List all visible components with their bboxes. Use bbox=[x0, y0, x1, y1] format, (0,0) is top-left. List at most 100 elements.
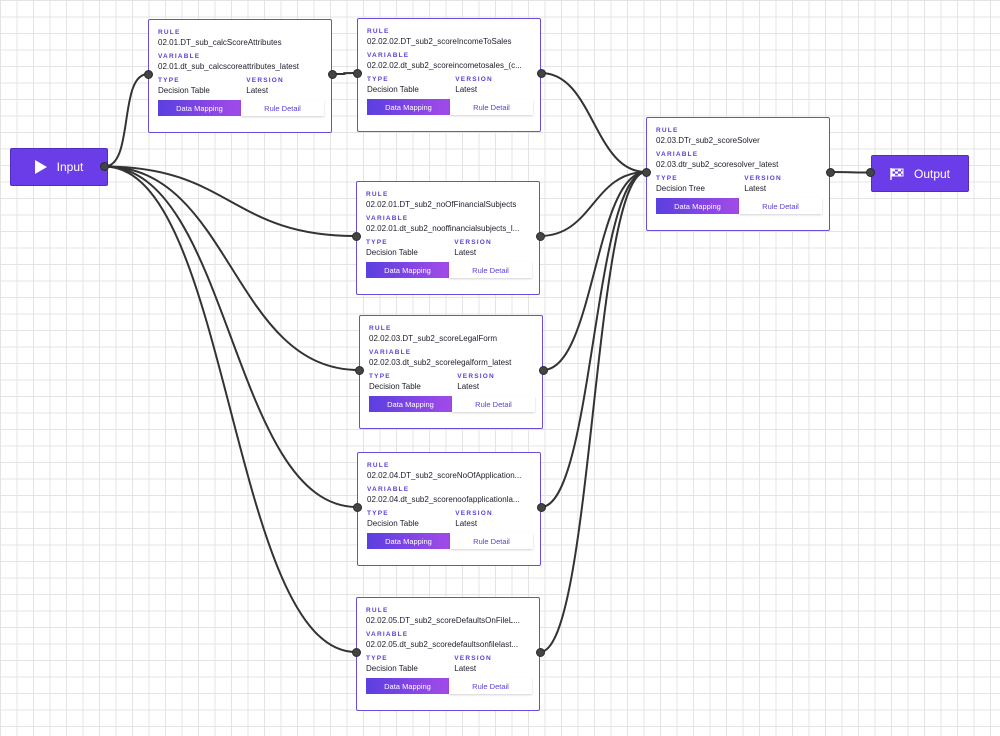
version-label: VERSION bbox=[246, 77, 284, 84]
version-value: Latest bbox=[246, 86, 269, 95]
rule-detail-button[interactable]: Rule Detail bbox=[449, 262, 532, 278]
rule-name: 02.02.02.DT_sub2_scoreIncomeToSales bbox=[367, 37, 512, 46]
type-value: Decision Table bbox=[366, 248, 418, 257]
data-mapping-button[interactable]: Data Mapping bbox=[366, 262, 449, 278]
rule-output-port[interactable] bbox=[536, 68, 546, 78]
rule-input-port[interactable] bbox=[352, 502, 362, 512]
type-label: TYPE bbox=[366, 239, 388, 246]
rule-name: 02.02.01.DT_sub2_noOfFinancialSubjects bbox=[366, 200, 517, 209]
rule-detail-button[interactable]: Rule Detail bbox=[450, 533, 533, 549]
variable-name: 02.02.02.dt_sub2_scoreincometosales_(c..… bbox=[367, 61, 522, 70]
output-node[interactable]: Output bbox=[871, 155, 969, 192]
version-value: Latest bbox=[454, 248, 477, 257]
rule-detail-button[interactable]: Rule Detail bbox=[450, 99, 533, 115]
edge-input-to-rule bbox=[104, 165, 360, 371]
edge-input-to-rule bbox=[104, 73, 149, 168]
data-mapping-button[interactable]: Data Mapping bbox=[656, 198, 739, 214]
rule-card[interactable]: RULE 02.02.05.DT_sub2_scoreDefaultsOnFil… bbox=[356, 597, 540, 711]
input-node-label: Input bbox=[56, 160, 84, 174]
version-label: VERSION bbox=[455, 510, 493, 517]
type-value: Decision Table bbox=[158, 86, 210, 95]
rule-card[interactable]: RULE 02.03.DTr_sub2_scoreSolver VARIABLE… bbox=[646, 117, 830, 231]
rule-input-port[interactable] bbox=[352, 68, 362, 78]
type-label: TYPE bbox=[367, 510, 389, 517]
rule-input-port[interactable] bbox=[354, 365, 364, 375]
edge-rule-to-solver bbox=[540, 72, 647, 173]
input-node[interactable]: Input bbox=[10, 148, 108, 186]
input-output-port[interactable] bbox=[100, 162, 109, 171]
edge-input-to-rule bbox=[104, 165, 357, 237]
data-mapping-button[interactable]: Data Mapping bbox=[369, 396, 452, 412]
type-value: Decision Table bbox=[367, 85, 419, 94]
rule-output-port[interactable] bbox=[535, 647, 545, 657]
rule-input-port[interactable] bbox=[351, 647, 361, 657]
rule-card[interactable]: RULE 02.02.03.DT_sub2_scoreLegalForm VAR… bbox=[359, 315, 543, 429]
rule-detail-button[interactable]: Rule Detail bbox=[241, 100, 324, 116]
version-label: VERSION bbox=[454, 239, 492, 246]
variable-label: VARIABLE bbox=[366, 631, 409, 638]
variable-name: 02.02.04.dt_sub2_scorenoofapplicationla.… bbox=[367, 495, 520, 504]
rule-label: RULE bbox=[367, 462, 390, 469]
type-value: Decision Table bbox=[367, 519, 419, 528]
rule-input-port[interactable] bbox=[143, 69, 153, 79]
rule-card[interactable]: RULE 02.02.02.DT_sub2_scoreIncomeToSales… bbox=[357, 18, 541, 132]
rule-output-port[interactable] bbox=[538, 365, 548, 375]
rule-name: 02.02.03.DT_sub2_scoreLegalForm bbox=[369, 334, 498, 343]
rule-detail-button[interactable]: Rule Detail bbox=[452, 396, 535, 412]
edge-solver-to-output bbox=[829, 171, 871, 174]
variable-name: 02.01.dt_sub_calcscoreattributes_latest bbox=[158, 62, 299, 71]
play-icon bbox=[34, 160, 47, 174]
version-value: Latest bbox=[455, 85, 478, 94]
version-label: VERSION bbox=[457, 373, 495, 380]
rule-name: 02.02.05.DT_sub2_scoreDefaultsOnFileL... bbox=[366, 616, 520, 625]
type-label: TYPE bbox=[158, 77, 180, 84]
version-value: Latest bbox=[744, 184, 767, 193]
data-mapping-button[interactable]: Data Mapping bbox=[366, 678, 449, 694]
rule-detail-button[interactable]: Rule Detail bbox=[739, 198, 822, 214]
type-label: TYPE bbox=[656, 175, 678, 182]
rule-label: RULE bbox=[158, 29, 181, 36]
rule-input-port[interactable] bbox=[641, 167, 651, 177]
edge-rule-to-solver bbox=[539, 171, 647, 237]
version-value: Latest bbox=[454, 664, 477, 673]
rule-label: RULE bbox=[369, 325, 392, 332]
edge-rule-to-solver bbox=[540, 171, 647, 508]
variable-name: 02.02.05.dt_sub2_scoredefaultsonfilelast… bbox=[366, 640, 519, 649]
rule-output-port[interactable] bbox=[825, 167, 835, 177]
type-label: TYPE bbox=[367, 76, 389, 83]
edge-input-to-rule bbox=[104, 165, 358, 508]
variable-label: VARIABLE bbox=[367, 486, 410, 493]
type-label: TYPE bbox=[369, 373, 391, 380]
data-mapping-button[interactable]: Data Mapping bbox=[158, 100, 241, 116]
variable-label: VARIABLE bbox=[369, 349, 412, 356]
rule-name: 02.01.DT_sub_calcScoreAttributes bbox=[158, 38, 282, 47]
rule-card[interactable]: RULE 02.02.01.DT_sub2_noOfFinancialSubje… bbox=[356, 181, 540, 295]
rule-output-port[interactable] bbox=[535, 231, 545, 241]
rule-card[interactable]: RULE 02.02.04.DT_sub2_scoreNoOfApplicati… bbox=[357, 452, 541, 566]
rule-label: RULE bbox=[656, 127, 679, 134]
rule-input-port[interactable] bbox=[351, 231, 361, 241]
variable-label: VARIABLE bbox=[367, 52, 410, 59]
version-value: Latest bbox=[455, 519, 478, 528]
rule-output-port[interactable] bbox=[536, 502, 546, 512]
version-label: VERSION bbox=[455, 76, 493, 83]
version-value: Latest bbox=[457, 382, 480, 391]
rule-label: RULE bbox=[366, 607, 389, 614]
version-label: VERSION bbox=[744, 175, 782, 182]
rule-card[interactable]: RULE 02.01.DT_sub_calcScoreAttributes VA… bbox=[148, 19, 332, 133]
type-value: Decision Table bbox=[369, 382, 421, 391]
rule-name: 02.03.DTr_sub2_scoreSolver bbox=[656, 136, 760, 145]
rule-detail-button[interactable]: Rule Detail bbox=[449, 678, 532, 694]
variable-label: VARIABLE bbox=[656, 151, 699, 158]
rule-output-port[interactable] bbox=[327, 69, 337, 79]
data-mapping-button[interactable]: Data Mapping bbox=[367, 99, 450, 115]
checkered-flag-icon bbox=[890, 167, 904, 180]
data-mapping-button[interactable]: Data Mapping bbox=[367, 533, 450, 549]
variable-name: 02.02.03.dt_sub2_scorelegalform_latest bbox=[369, 358, 512, 367]
type-value: Decision Table bbox=[366, 664, 418, 673]
edge-rule-to-solver bbox=[539, 171, 647, 653]
rule-label: RULE bbox=[367, 28, 390, 35]
output-input-port[interactable] bbox=[866, 168, 875, 177]
variable-name: 02.02.01.dt_sub2_nooffinancialsubjects_l… bbox=[366, 224, 520, 233]
output-node-label: Output bbox=[913, 166, 951, 181]
